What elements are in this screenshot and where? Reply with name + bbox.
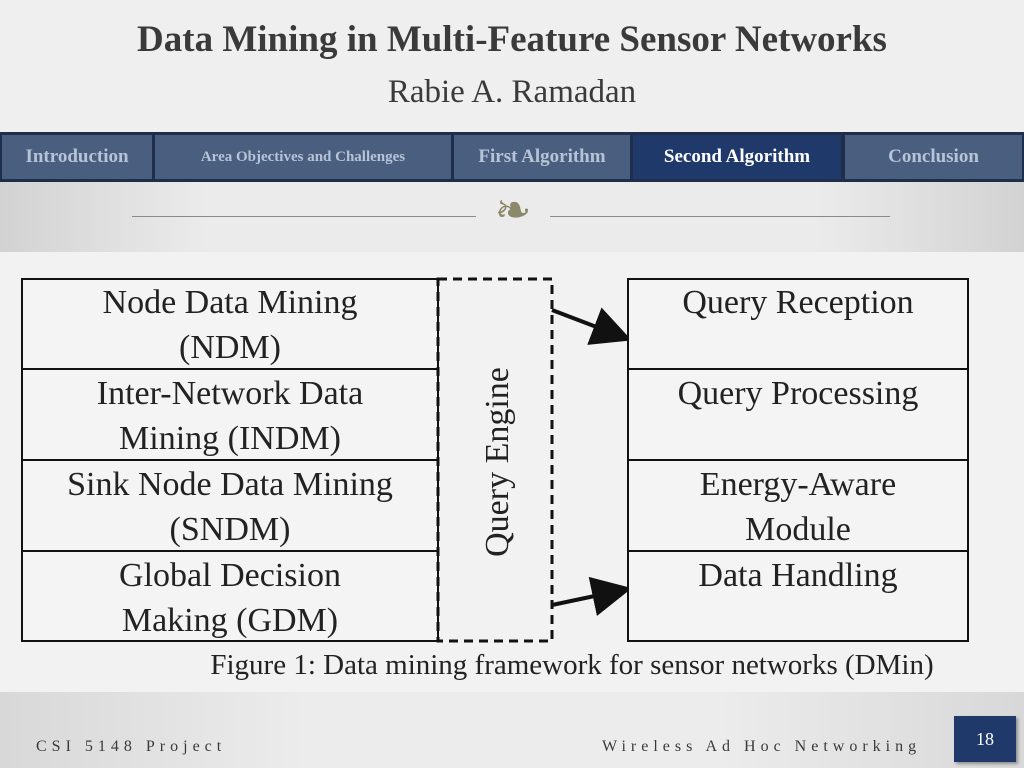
left-module-stack: Node Data Mining (NDM) Inter-Network Dat… bbox=[21, 278, 439, 642]
arrow-to-data-handling bbox=[551, 576, 632, 616]
nav-tab-second-algorithm[interactable]: Second Algorithm bbox=[633, 135, 841, 179]
divider-rule-left bbox=[132, 216, 476, 217]
figure-caption: Figure 1: Data mining framework for sens… bbox=[210, 649, 933, 681]
framework-diagram: Node Data Mining (NDM) Inter-Network Dat… bbox=[21, 277, 969, 681]
query-reception-label: Query Reception bbox=[682, 284, 913, 321]
ndm-label-line2: (NDM) bbox=[179, 329, 281, 366]
energy-aware-label-line2: Module bbox=[745, 511, 851, 548]
data-handling-label: Data Handling bbox=[698, 557, 897, 594]
footer-band bbox=[0, 692, 1024, 768]
gdm-label-line1: Global Decision bbox=[119, 557, 341, 594]
slide-subtitle: Rabie A. Ramadan bbox=[387, 74, 637, 110]
sndm-label-line2: (SNDM) bbox=[170, 511, 291, 548]
right-module-stack: Query Reception Query Processing Energy-… bbox=[627, 278, 969, 642]
query-engine-label: Query Engine bbox=[479, 367, 516, 557]
footer-topic: Wireless Ad Hoc Networking bbox=[602, 738, 922, 755]
nav-tab-area-objectives[interactable]: Area Objectives and Challenges bbox=[155, 135, 451, 179]
divider-rule-right bbox=[550, 216, 890, 217]
nav-tab-introduction[interactable]: Introduction bbox=[2, 135, 152, 179]
divider-band bbox=[0, 182, 1024, 252]
sndm-label-line1: Sink Node Data Mining bbox=[67, 466, 393, 503]
query-processing-label: Query Processing bbox=[678, 375, 919, 412]
cs-flourish-icon: ❧ bbox=[494, 186, 532, 235]
slide-header: Data Mining in Multi-Feature Sensor Netw… bbox=[0, 0, 1024, 132]
gdm-label-line2: Making (GDM) bbox=[122, 602, 338, 639]
indm-label-line1: Inter-Network Data bbox=[97, 375, 363, 412]
framework-figure: Node Data Mining (NDM) Inter-Network Dat… bbox=[0, 252, 1024, 692]
energy-aware-label-line1: Energy-Aware bbox=[700, 466, 896, 503]
nav-tab-first-algorithm[interactable]: First Algorithm bbox=[454, 135, 630, 179]
slide-title: Data Mining in Multi-Feature Sensor Netw… bbox=[137, 19, 887, 60]
page-number-badge: 18 bbox=[954, 716, 1016, 762]
arrow-to-query-reception bbox=[551, 307, 632, 345]
query-engine-box: Query Engine bbox=[436, 277, 554, 643]
nav-tab-conclusion[interactable]: Conclusion bbox=[845, 135, 1022, 179]
indm-label-line2: Mining (INDM) bbox=[119, 420, 341, 457]
footer-course: CSI 5148 Project bbox=[36, 738, 227, 755]
ndm-label-line1: Node Data Mining bbox=[103, 284, 358, 321]
section-nav: Introduction Area Objectives and Challen… bbox=[0, 132, 1024, 182]
